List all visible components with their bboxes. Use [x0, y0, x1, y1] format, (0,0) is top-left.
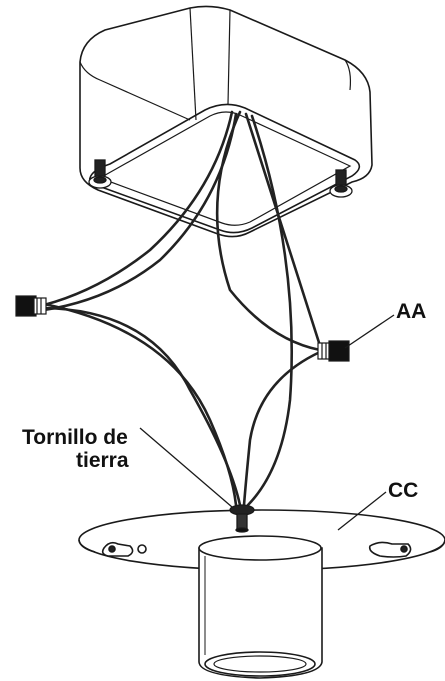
wire-nut-left	[15, 295, 47, 317]
wire-nut-right	[317, 340, 350, 362]
label-ground-screw-line2: tierra	[76, 449, 129, 472]
ground-screw	[229, 504, 255, 533]
wires	[42, 110, 324, 507]
box-screw-left	[88, 159, 112, 189]
label-cc: CC	[388, 479, 418, 502]
callout-aa: AA	[344, 300, 426, 349]
label-aa: AA	[396, 300, 426, 323]
box-screw-right	[329, 169, 353, 198]
label-ground-screw-line1: Tornillo de	[22, 426, 128, 449]
callout-cc: CC	[337, 479, 418, 531]
fixture-cylinder	[198, 535, 323, 679]
callout-ground-screw: Tornillo de tierra	[22, 426, 233, 508]
junction-box	[79, 5, 373, 238]
